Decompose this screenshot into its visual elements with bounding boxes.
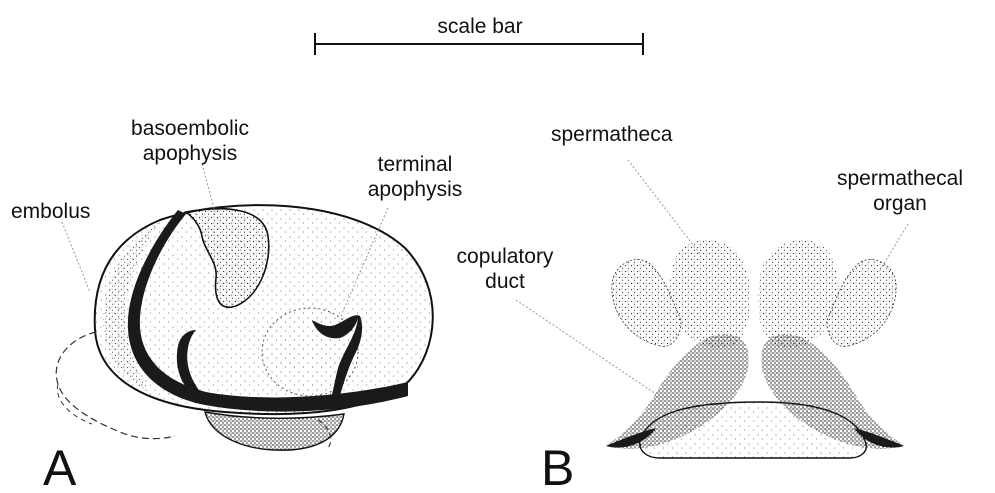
panel-letter-a: A	[43, 443, 76, 493]
label-spermathecal-organ: spermathecal organ	[810, 166, 990, 216]
spermathecal-organ-left	[612, 260, 681, 347]
spermathecal-organ-right	[827, 260, 896, 347]
palp-bulb	[205, 412, 344, 450]
label-basoembolic-apophysis: basoembolic apophysis	[100, 116, 280, 166]
label-basoembolic-line2: apophysis	[100, 141, 280, 166]
panel-letter-b: B	[541, 443, 574, 493]
label-terminal-line1: terminal	[345, 152, 485, 177]
label-terminal-line2: apophysis	[345, 177, 485, 202]
label-copulatory-line1: copulatory	[430, 244, 580, 269]
spermatheca-left	[669, 240, 750, 348]
label-embolus: embolus	[11, 199, 90, 224]
label-copulatory-line2: duct	[430, 269, 580, 294]
label-terminal-apophysis: terminal apophysis	[345, 152, 485, 202]
label-spermatheca: spermatheca	[551, 122, 672, 147]
scale-bar-label: scale bar	[410, 14, 550, 39]
palp-illustration	[56, 164, 433, 450]
label-copulatory-duct: copulatory duct	[430, 244, 580, 294]
label-spermathecal-line1: spermathecal	[810, 166, 990, 191]
label-basoembolic-line1: basoembolic	[100, 116, 280, 141]
spermatheca-right	[758, 240, 839, 348]
label-spermathecal-line2: organ	[810, 191, 990, 216]
